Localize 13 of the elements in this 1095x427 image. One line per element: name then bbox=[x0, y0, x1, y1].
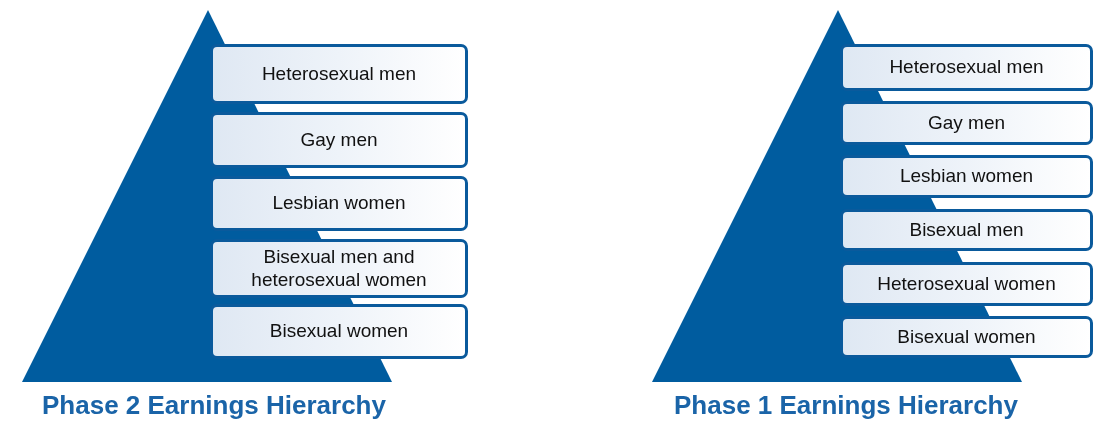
category-label: Heterosexual men bbox=[261, 62, 417, 86]
category-label: Bisexual men bbox=[909, 218, 1024, 242]
category-label: Bisexual women bbox=[897, 325, 1036, 349]
category-label: Gay men bbox=[927, 111, 1006, 135]
category-label: Lesbian women bbox=[899, 165, 1034, 188]
category-label: Bisexual women bbox=[269, 320, 409, 343]
hierarchy-title: Phase 1 Earnings Hierarchy bbox=[674, 390, 1018, 421]
category-label: Bisexual men and heterosexual women bbox=[250, 245, 428, 292]
category-label: Heterosexual women bbox=[877, 272, 1056, 296]
category-label: Heterosexual men bbox=[889, 56, 1044, 79]
hierarchy-title: Phase 2 Earnings Hierarchy bbox=[42, 390, 386, 421]
category-label: Gay men bbox=[300, 128, 378, 152]
category-label: Lesbian women bbox=[272, 192, 406, 215]
